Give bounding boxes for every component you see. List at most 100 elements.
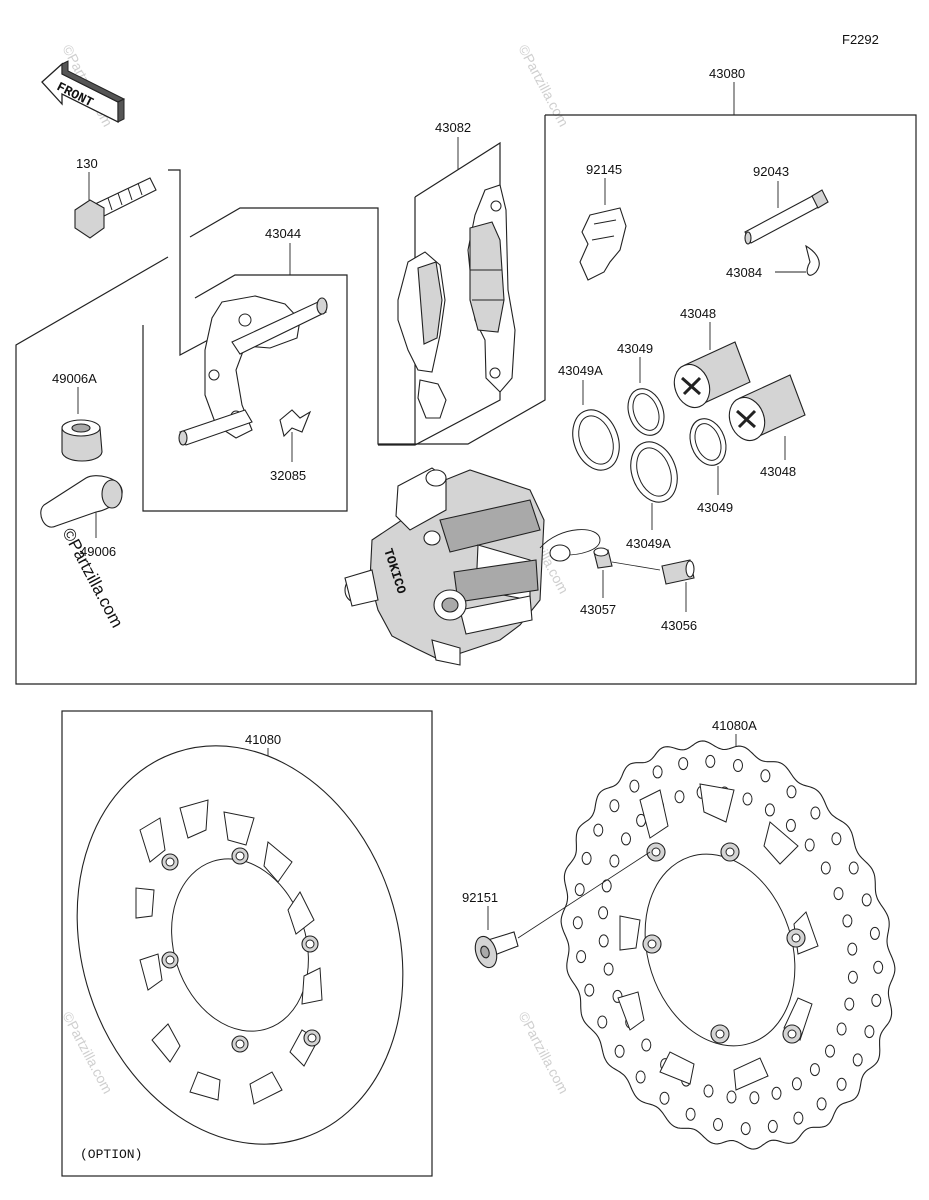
disc-drill-hole (584, 983, 595, 997)
disc-drill-hole (705, 754, 716, 768)
disc-drill-hole (836, 1077, 847, 1091)
disc-drill-hole (659, 1091, 670, 1105)
part-label-41080a: 41080A (712, 718, 757, 733)
disc-drill-hole (844, 997, 855, 1011)
part-label-43056: 43056 (661, 618, 697, 633)
disc-drill-hole (742, 792, 753, 806)
disc-drill-hole (749, 1091, 760, 1105)
disc-drill-hole (847, 970, 858, 984)
pad-spring-92145: 92145 (579, 162, 627, 281)
disc-drill-hole (847, 942, 858, 956)
disc-drill-hole (576, 950, 587, 964)
disc-drill-hole (825, 1044, 835, 1058)
part-label-43048: 43048 (680, 306, 716, 321)
part-label-92043: 92043 (753, 164, 789, 179)
part-label-41080: 41080 (245, 732, 281, 747)
disc-drill-hole (810, 806, 821, 820)
part-label-43048: 43048 (760, 464, 796, 479)
disc-drill-hole (852, 1053, 863, 1067)
disc-drill-hole (685, 1107, 696, 1121)
piston-seals: 43049 43049A 43049 43049A (558, 341, 733, 551)
disc-drill-hole (791, 1077, 802, 1091)
watermark: ©Partzilla.com (515, 1009, 572, 1096)
disc-drill-hole (609, 854, 620, 868)
disc-drill-hole (836, 1022, 847, 1036)
watermark: ©Partzilla.com (515, 42, 572, 129)
disc-drill-hole (629, 779, 640, 793)
disc-drill-hole (833, 887, 844, 901)
figure-code: F2292 (842, 32, 879, 47)
option-disc-frame: (OPTION) 41080 (61, 710, 433, 1177)
disc-drill-hole (703, 1084, 714, 1098)
disc-drill-hole (678, 757, 689, 771)
part-label-43084: 43084 (726, 265, 762, 280)
disc-drill-hole (809, 1063, 820, 1077)
part-label-43049a: 43049A (626, 536, 671, 551)
disc-drill-hole (603, 962, 614, 976)
disc-drill-hole (609, 799, 620, 813)
disc-drill-hole (861, 893, 872, 907)
disc-screw-92151: 92151 (462, 851, 651, 969)
disc-drill-hole (733, 759, 743, 772)
disc-drill-hole (842, 914, 853, 928)
part-label-43049: 43049 (697, 500, 733, 515)
piston-43048: 43048 43048 (673, 306, 806, 479)
disc-drill-hole (785, 818, 796, 832)
part-label-43080: 43080 (709, 66, 745, 81)
part-label-92151: 92151 (462, 890, 498, 905)
disc-drill-hole (601, 879, 612, 893)
part-label-43082: 43082 (435, 120, 471, 135)
disc-drill-hole (598, 934, 609, 948)
disc-drill-hole (869, 926, 880, 940)
part-label-43049: 43049 (617, 341, 653, 356)
part-label-49006a: 49006A (52, 371, 97, 386)
disc-drill-hole (740, 1122, 751, 1136)
disc-drill-hole (597, 1015, 608, 1029)
wave-disc-holes (572, 754, 884, 1136)
disc-drill-hole (598, 906, 609, 920)
disc-drill-hole (572, 916, 583, 930)
disc-drill-hole (614, 1044, 625, 1058)
disc-drill-hole (864, 1025, 875, 1039)
wave-disc-41080a: 41080A (560, 718, 896, 1150)
part-label-43057: 43057 (580, 602, 616, 617)
disc-cutouts (135, 799, 323, 1105)
disc-drill-hole (581, 851, 592, 865)
disc-drill-hole (767, 1119, 778, 1133)
part-label-130: 130 (76, 156, 98, 171)
disc-drill-hole (760, 769, 771, 783)
part-label-43049a: 43049A (558, 363, 603, 378)
disc-drill-hole (848, 861, 859, 875)
disc-drill-hole (574, 883, 585, 897)
bolt-130: 130 (74, 156, 157, 239)
disc-drill-hole (771, 1086, 782, 1100)
part-label-49006: 49006 (80, 544, 116, 559)
part-label-92145: 92145 (586, 162, 622, 177)
pad-pin-92043: 92043 43084 (726, 164, 829, 280)
watermark: ©Partzilla.com (58, 525, 126, 631)
brake-pad-set: 43082 (378, 120, 516, 446)
option-label: (OPTION) (80, 1147, 142, 1162)
disc-drill-hole (641, 1038, 652, 1052)
disc-drill-hole (816, 1097, 827, 1111)
caliper-assembly-frame: 43080 (15, 66, 917, 685)
disc-drill-hole (652, 765, 663, 779)
disc-drill-hole (713, 1118, 723, 1131)
part-label-43044: 43044 (265, 226, 301, 241)
disc-drill-hole (674, 790, 685, 804)
disc-drill-hole (804, 838, 815, 852)
disc-drill-hole (831, 832, 842, 846)
disc-drill-hole (871, 993, 882, 1007)
disc-drill-hole (873, 960, 884, 974)
caliper-body: TOKICO (344, 467, 601, 666)
disc-drill-hole (621, 832, 631, 846)
caliper-bracket: 43044 32085 (142, 226, 348, 512)
disc-drill-hole (786, 785, 797, 799)
disc-drill-hole (593, 823, 604, 837)
bleeder-parts: 43057 43056 (580, 547, 697, 633)
part-label-32085: 32085 (270, 468, 306, 483)
disc-drill-hole (726, 1090, 737, 1104)
boot-49006a: 49006A 49006 (40, 371, 123, 559)
disc-drill-hole (635, 1070, 646, 1084)
